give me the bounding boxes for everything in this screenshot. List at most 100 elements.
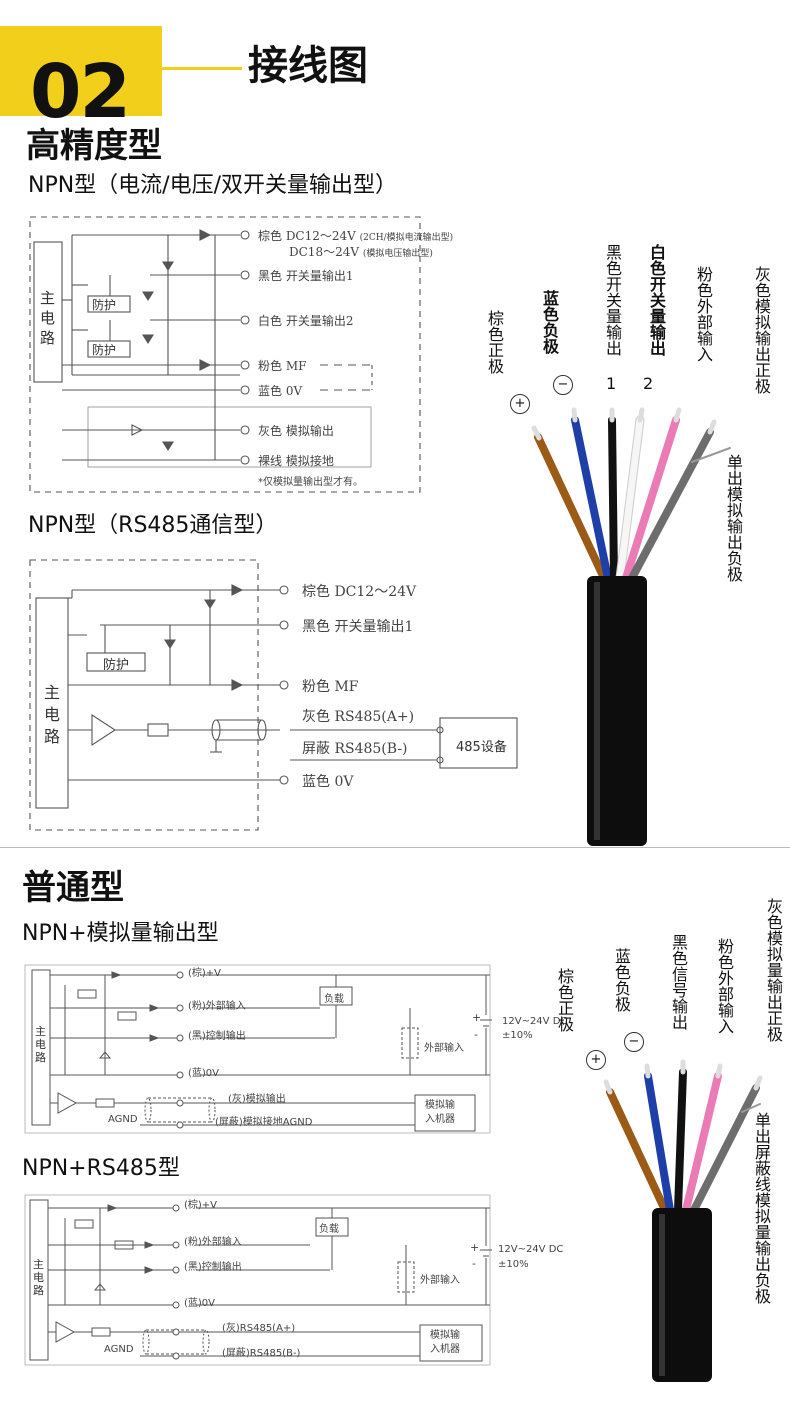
std-rs485-plus: + [470,1241,480,1254]
std-rs485-shield: (屏蔽)RS485(B-) [222,1348,301,1359]
std-analog-shield: (屏蔽)模拟接地AGND [215,1117,313,1128]
protect-label: 防护 [92,298,117,312]
rs485-pink-label: 粉色 MF [302,679,359,695]
std-rs485-load: 负载 [319,1224,339,1235]
std-rs485-device: 模拟输 入机器 [430,1329,460,1357]
std-rs485-gray: (灰)RS485(A+) [222,1323,296,1334]
hp-plus-symbol: + [510,394,530,414]
hp-black-label: 黑色 开关量输出1 [258,269,354,283]
standard-title: 普通型 [22,868,124,908]
npn-analog-subtitle: NPN型（电流/电压/双开关量输出型） [28,173,398,198]
rs485-brown-label: 棕色 DC12～24V [302,584,417,600]
label-char: 主 [35,1025,46,1038]
std-analog-pink: (粉)外部输入 [188,1001,246,1012]
std-analog-device: 模拟输 入机器 [425,1099,455,1127]
label-char: 主 [40,289,56,307]
std-rs485-pink: (粉)外部输入 [184,1237,242,1248]
hp-cable-pink-label: 粉色外部输入 [694,266,713,362]
hp-brown-wire-label: 棕色 DC12～24V (2CH/模拟电流输出型) [258,227,453,244]
page-title: 接线图 [248,43,368,89]
rs485-gray-label: 灰色 RS485(A+) [302,709,415,725]
std-cable-blue-label: 蓝色负极 [612,948,631,1012]
brown-label: 棕色 DC12～24V [258,229,356,243]
device-line: 入机器 [425,1114,455,1125]
hp-gray-label: 灰色 模拟输出 [258,424,334,438]
std-minus-symbol: − [624,1032,644,1052]
std-analog-gray: (灰)模拟输出 [228,1094,286,1105]
rs485-subtitle: NPN型（RS485通信型） [28,513,278,538]
protect-label: 防护 [92,343,117,357]
hp-cable-gray-label: 灰色模拟输出正极 [752,266,771,394]
hp-cable-blue-label: 蓝色负极 [540,290,559,354]
section-number: 02 [30,49,131,135]
std-analog-plus: + [472,1011,482,1024]
protect-label: 防护 [103,658,130,673]
std-rs485-agnd: AGND [104,1344,134,1355]
hp-cable-bare-label: 单出模拟输出负极 [724,454,743,582]
label-char: 路 [33,1284,44,1297]
label-char: 电 [33,1271,44,1284]
label-char: 电 [40,309,56,327]
hp-minus-symbol: − [553,375,573,395]
std-cable-shield-label: 单出屏蔽线模拟量输出负极 [752,1112,771,1304]
std-rs485-ext-input: 外部输入 [420,1275,460,1286]
header-accent-line [162,67,242,70]
std-analog-agnd: AGND [108,1114,138,1125]
section-divider [0,847,790,848]
std-analog-minus: - [474,1028,478,1041]
label-char: 电 [44,705,61,724]
std-rs485-blue: (蓝)0V [184,1298,216,1309]
std-analog-tol: ±10% [502,1030,533,1041]
label-char: 路 [40,329,56,347]
hp-brown2-label: DC18～24V (模拟电压输出型) [289,243,433,260]
rs485-device-label: 485设备 [456,740,507,755]
label-char: 主 [44,683,61,702]
device-line: 模拟输 [425,1100,455,1111]
brown2-note: (模拟电压输出型) [362,249,433,259]
hp-white-label: 白色 开关量输出2 [258,314,354,328]
std-analog-subtitle: NPN+模拟量输出型 [22,921,219,946]
std-analog-brown: (棕)+V [188,968,222,979]
std-plus-symbol: + [586,1050,606,1070]
std-analog-ext-input: 外部输入 [424,1043,464,1054]
hp-bare-label: 裸线 模拟接地 [258,454,334,468]
label-char: 主 [33,1258,44,1271]
std-rs485-main-label: 主 电 路 [33,1258,45,1297]
hp-main-circuit-label: 主 电 路 [40,288,58,348]
rs485-blue-label: 蓝色 0V [302,774,354,790]
device-line: 入机器 [430,1344,460,1355]
label-char: 路 [44,727,61,746]
std-cable-brown-label: 棕色正极 [555,968,574,1032]
std-rs485-black: (黑)控制输出 [184,1262,242,1273]
std-rs485-tol: ±10% [498,1259,529,1270]
hp-pink-label: 粉色 MF [258,359,307,373]
std-cable-black-label: 黑色信号输出 [669,934,688,1030]
device-line: 模拟输 [430,1330,460,1341]
rs485-black-label: 黑色 开关量输出1 [302,619,414,635]
section-number-badge: 02 [0,26,162,135]
label-char: 电 [35,1038,46,1051]
label-char: 路 [35,1051,46,1064]
hp-blue-label: 蓝色 0V [258,384,303,398]
hp-cable-black-label: 黑色开关量输出 [603,244,622,356]
high-precision-title: 高精度型 [26,126,162,166]
std-rs485-brown: (棕)+V [184,1200,218,1211]
std-rs485-minus: - [472,1257,476,1270]
hp-white-pin-number: 2 [643,374,654,393]
brown2-label: DC18～24V [289,245,360,259]
hp-black-pin-number: 1 [606,374,617,393]
std-rs485-subtitle: NPN+RS485型 [22,1156,180,1181]
hp-note: *仅模拟量输出型才有。 [258,477,363,488]
std-analog-main-label: 主 电 路 [35,1025,47,1064]
std-analog-blue: (蓝)0V [188,1068,220,1079]
std-rs485-supply: 12V~24V DC [498,1244,564,1255]
rs485-main-circuit-label: 主 电 路 [44,682,62,748]
std-analog-load: 负载 [324,994,344,1005]
std-analog-black: (黑)控制输出 [188,1031,246,1042]
